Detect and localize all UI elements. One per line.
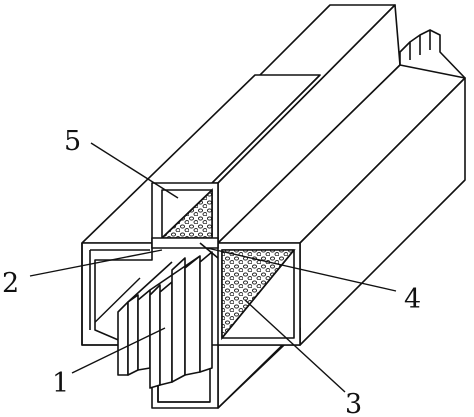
label-4: 4 [404, 284, 421, 315]
plate-stack-1 [117, 251, 213, 389]
leader-1 [71, 327, 166, 374]
leader-5 [90, 142, 179, 199]
label-2: 2 [2, 268, 19, 299]
leader-4 [206, 247, 397, 292]
label-5: 5 [64, 126, 81, 157]
front-profile [81, 182, 301, 409]
label-3: 3 [345, 389, 362, 417]
leader-3 [244, 299, 346, 393]
leader-2 [29, 249, 163, 277]
leader-lines [29, 142, 397, 393]
label-1: 1 [52, 368, 69, 399]
